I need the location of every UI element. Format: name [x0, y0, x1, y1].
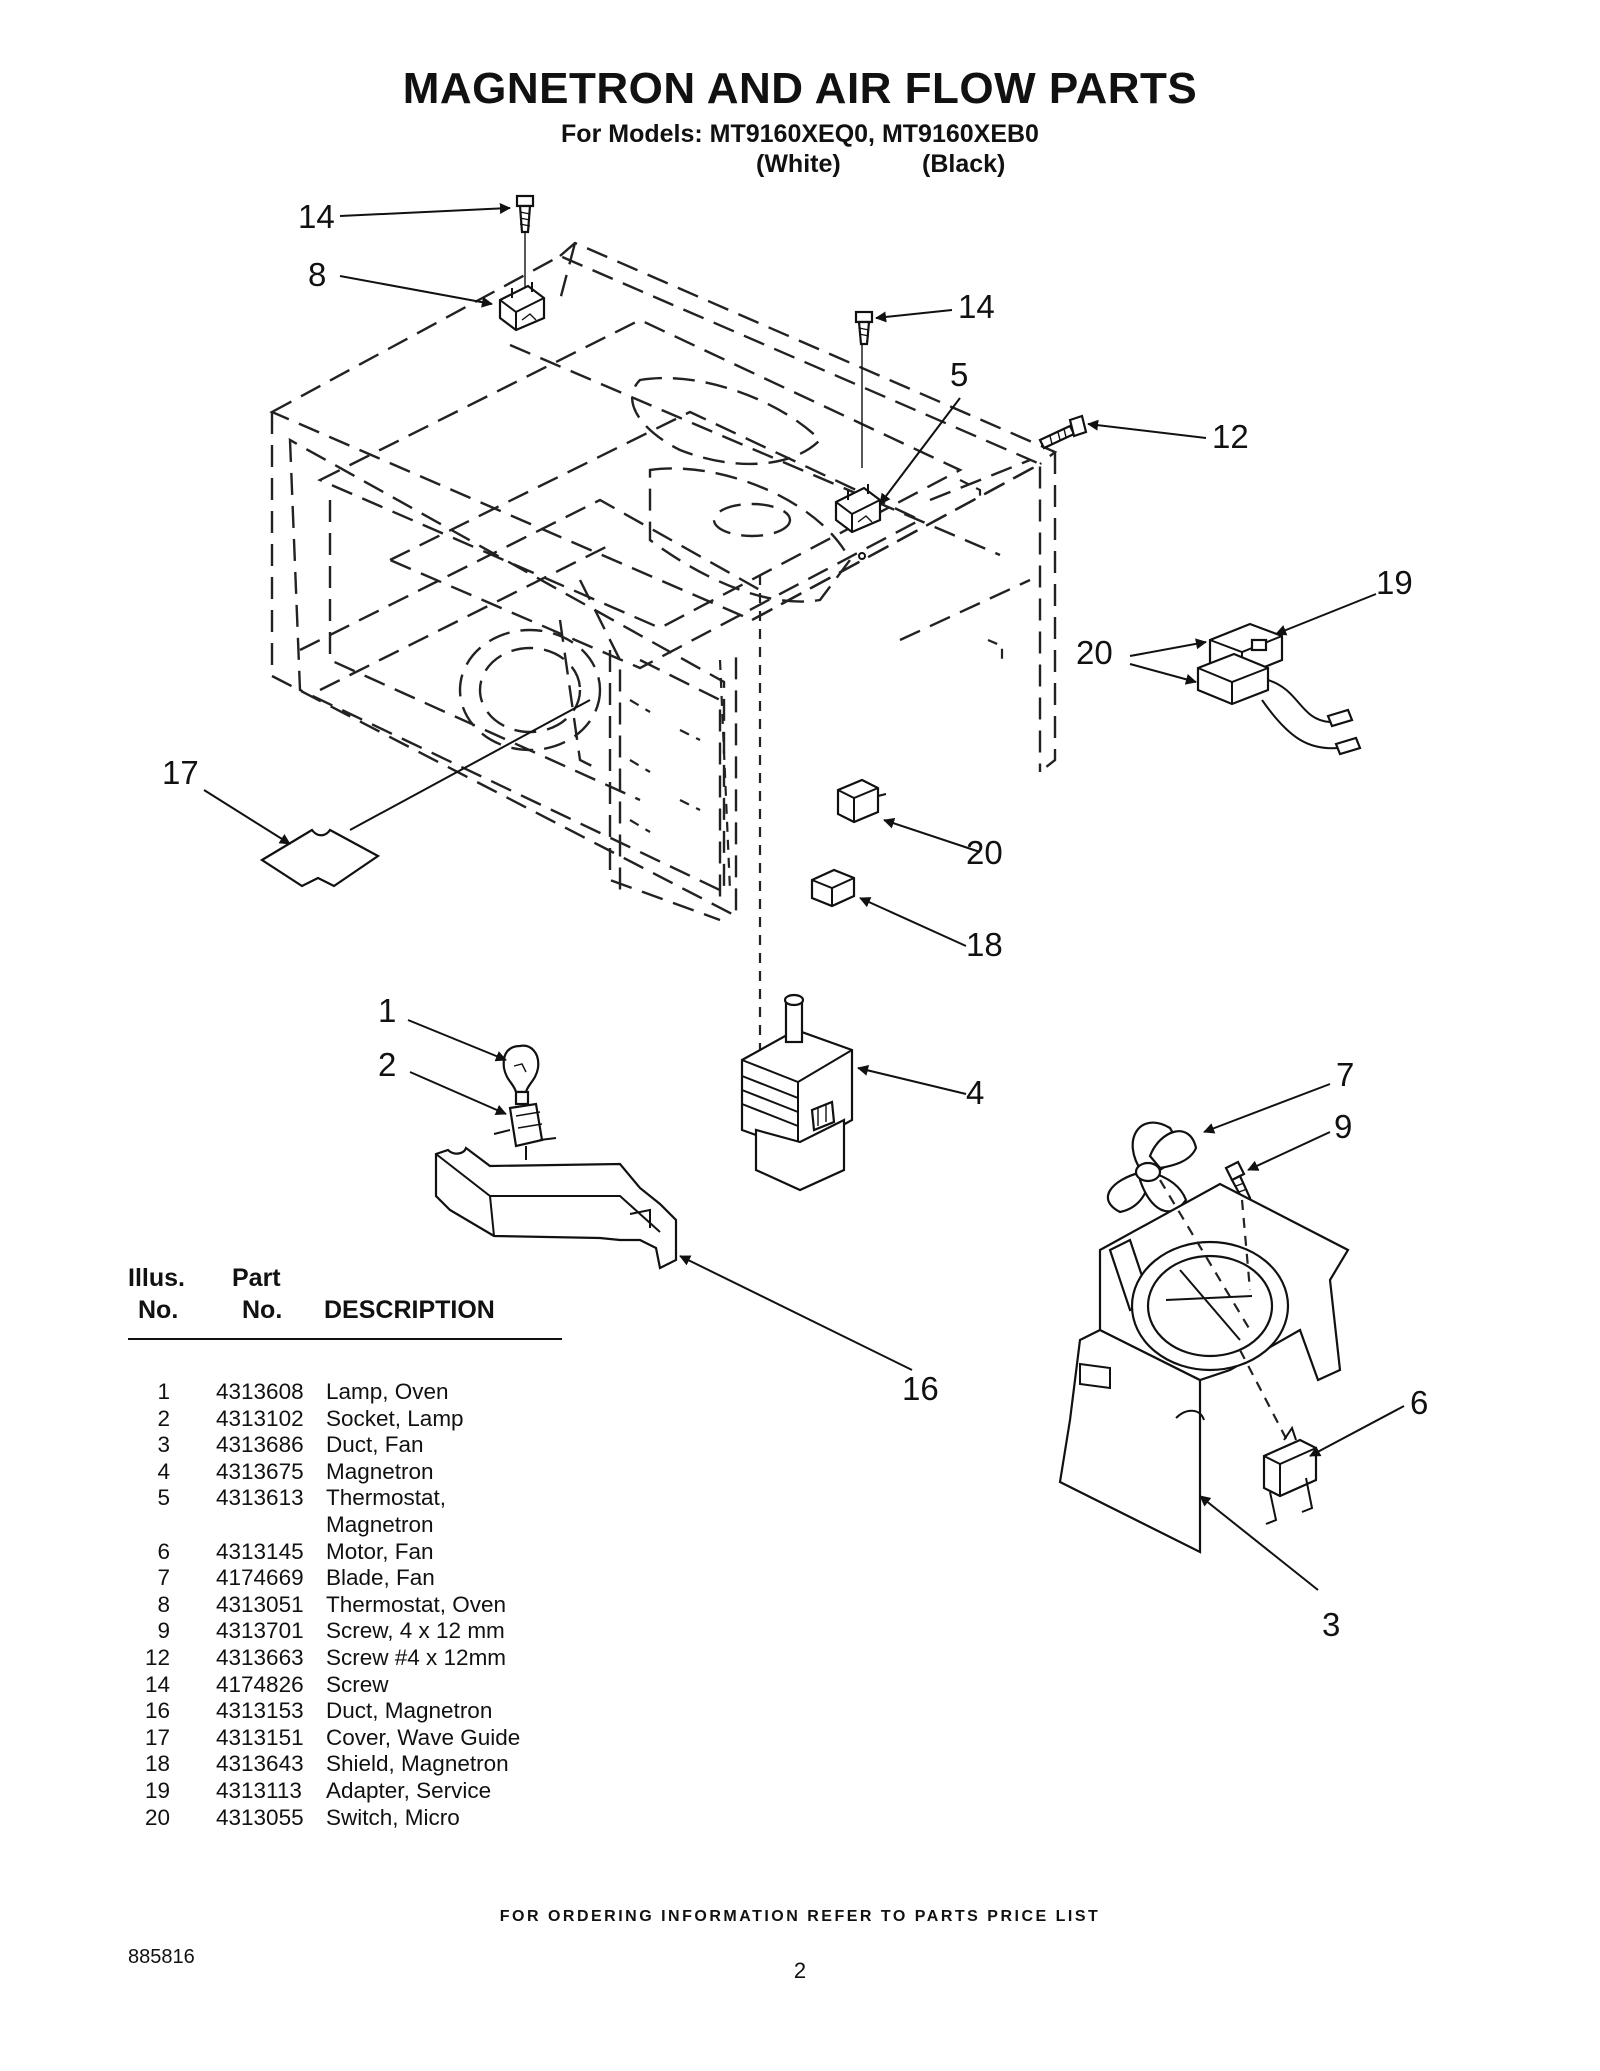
- illus-header-2: No.: [138, 1296, 179, 1324]
- callout-2: 2: [378, 1046, 396, 1083]
- shield-magnetron-18: [810, 868, 856, 908]
- duct-fan-3: [1058, 1182, 1350, 1554]
- screw-12: [1038, 414, 1088, 450]
- callout-18: 18: [966, 926, 1003, 963]
- callout-1: 1: [378, 992, 396, 1029]
- part-header-2: No.: [242, 1296, 283, 1324]
- callout-6: 6: [1410, 1384, 1428, 1421]
- motor-fan-6: [1262, 1425, 1318, 1525]
- fan-alignment-line-b: [1240, 1199, 1252, 1291]
- callout-9: 9: [1334, 1108, 1352, 1145]
- page-number: 2: [793, 1958, 807, 1983]
- wave-guide-leader: [349, 699, 591, 831]
- fan-blade-7: [1107, 1121, 1198, 1214]
- screw-14-top: [515, 194, 535, 234]
- callout-3: 3: [1322, 1606, 1340, 1643]
- micro-switch-20: [836, 778, 887, 824]
- document-number: 885816: [128, 1946, 195, 1968]
- callout-20-adapter: 20: [1076, 634, 1113, 671]
- callout-17: 17: [162, 754, 199, 791]
- screw-14-right: [854, 310, 874, 346]
- models-line: For Models: MT9160XEQ0, MT9160XEB0: [561, 120, 1039, 148]
- table-row: Magnetron: [326, 1511, 434, 1537]
- ordering-note: FOR ORDERING INFORMATION REFER TO PARTS …: [499, 1908, 1101, 1925]
- socket-lamp-2: [493, 1102, 557, 1160]
- callout-4: 4: [966, 1074, 984, 1111]
- lamp-oven-1: [502, 1044, 540, 1106]
- callout-16: 16: [902, 1370, 939, 1407]
- screw-9: [1224, 1160, 1252, 1204]
- thermostat-magnetron-5: [834, 484, 882, 560]
- table-header-rule: [128, 1338, 562, 1340]
- illus-header-1: Illus.: [128, 1264, 185, 1292]
- duct-magnetron-16: [434, 1146, 678, 1270]
- callout-20-switch: 20: [966, 834, 1003, 871]
- callout-7: 7: [1336, 1056, 1354, 1093]
- service-adapter-19: [1196, 622, 1362, 756]
- callout-19: 19: [1376, 564, 1413, 601]
- magnetron-4: [740, 993, 854, 1192]
- fan-alignment-line-a: [1159, 1179, 1251, 1331]
- callout-14-top: 14: [298, 198, 335, 235]
- thermostat-oven-8: [498, 282, 546, 332]
- wave-guide-cover-17: [259, 828, 381, 888]
- page-title: MAGNETRON AND AIR FLOW PARTS: [402, 64, 1198, 113]
- color-black-label: (Black): [922, 150, 1006, 178]
- part-header-1: Part: [232, 1264, 281, 1292]
- callout-5: 5: [950, 356, 968, 393]
- oven-cavity-outline: [269, 241, 1058, 922]
- color-white-label: (White): [756, 150, 841, 178]
- callout-leaders: [203, 202, 1405, 1591]
- callout-14-right: 14: [958, 288, 995, 325]
- description-header: DESCRIPTION: [324, 1296, 495, 1324]
- fan-alignment-line-c: [1239, 1349, 1291, 1447]
- callout-8: 8: [308, 256, 326, 293]
- callout-12: 12: [1212, 418, 1249, 455]
